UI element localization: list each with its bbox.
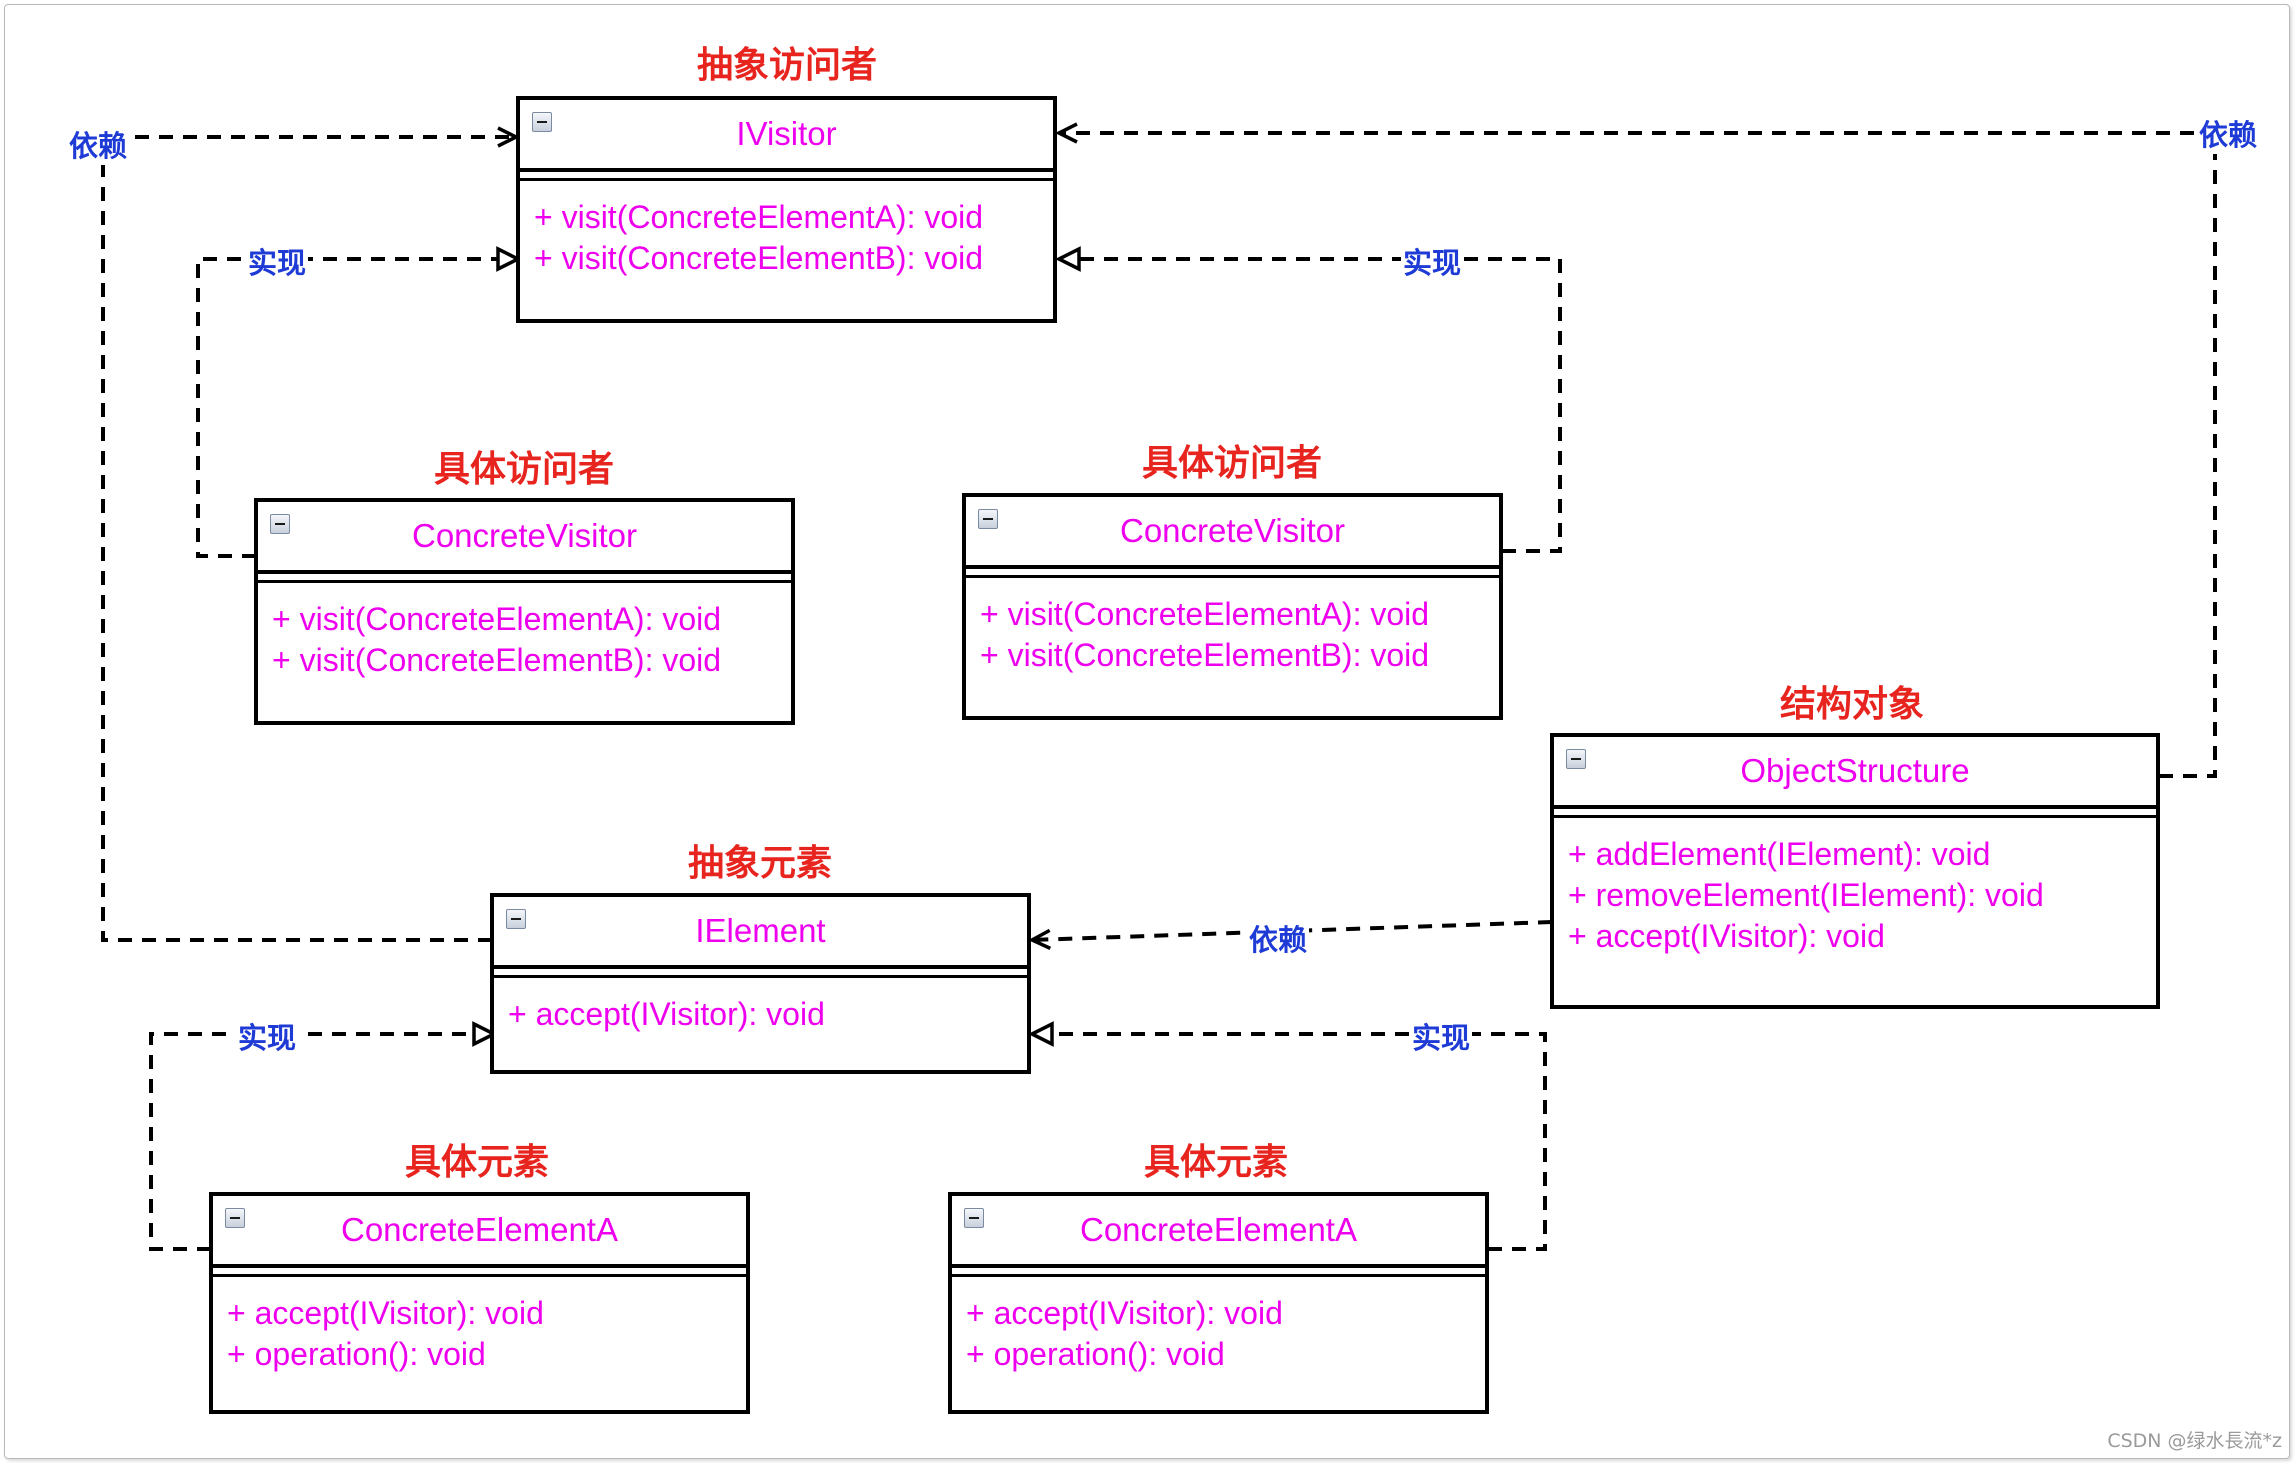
operation: + visit(ConcreteElementA): void xyxy=(534,199,984,235)
relation-label-impl-cv2: 实现 xyxy=(1400,240,1464,282)
attributes-compartment xyxy=(494,969,1027,978)
class-name: IVisitor xyxy=(736,115,837,152)
class-header: IElement xyxy=(494,897,1027,969)
operation: + accept(IVisitor): void xyxy=(1568,918,1885,954)
operations-compartment: + accept(IVisitor): void xyxy=(494,978,1027,1035)
attributes-compartment xyxy=(258,574,791,583)
relation-label-depend-mid: 依赖 xyxy=(1246,917,1310,959)
operation: + addElement(IElement): void xyxy=(1568,836,1991,872)
collapse-icon[interactable] xyxy=(270,514,290,534)
class-name: ObjectStructure xyxy=(1740,752,1970,789)
operation: + accept(IVisitor): void xyxy=(508,996,825,1032)
class-name: ConcreteVisitor xyxy=(412,517,637,554)
diagram-frame xyxy=(4,4,2290,1459)
operation: + visit(ConcreteElementB): void xyxy=(980,637,1430,673)
realization-line-cv2 xyxy=(1059,259,1562,553)
operation: + visit(ConcreteElementA): void xyxy=(272,601,722,637)
collapse-icon[interactable] xyxy=(506,909,526,929)
operations-compartment: + visit(ConcreteElementA): void + visit(… xyxy=(258,583,791,681)
class-name: ConcreteVisitor xyxy=(1120,512,1345,549)
attributes-compartment xyxy=(1554,809,2156,818)
dependency-line-objectstructure-ivisitor xyxy=(1059,133,2217,778)
class-header: ConcreteElementA xyxy=(952,1196,1485,1268)
operation: + removeElement(IElement): void xyxy=(1568,877,2044,913)
class-name: IElement xyxy=(695,912,826,949)
operation: + operation(): void xyxy=(966,1336,1225,1372)
operations-compartment: + accept(IVisitor): void + operation(): … xyxy=(213,1277,746,1375)
operation: + visit(ConcreteElementA): void xyxy=(980,596,1430,632)
class-ielement[interactable]: IElement + accept(IVisitor): void xyxy=(490,893,1031,1074)
operation: + visit(ConcreteElementB): void xyxy=(272,642,722,678)
collapse-icon[interactable] xyxy=(532,112,552,132)
class-object-structure[interactable]: ObjectStructure + addElement(IElement): … xyxy=(1550,733,2160,1009)
title-concrete-visitor-1: 具体访问者 xyxy=(433,448,615,490)
class-name: ConcreteElementA xyxy=(341,1211,618,1248)
operation: + accept(IVisitor): void xyxy=(227,1295,544,1331)
realization-line-cv1 xyxy=(196,259,518,558)
operation: + accept(IVisitor): void xyxy=(966,1295,1283,1331)
title-concrete-element-2: 具体元素 xyxy=(1143,1141,1289,1183)
relation-label-impl-ce2: 实现 xyxy=(1409,1015,1473,1057)
operations-compartment: + visit(ConcreteElementA): void + visit(… xyxy=(966,578,1499,676)
title-concrete-visitor-2: 具体访问者 xyxy=(1141,442,1323,484)
collapse-icon[interactable] xyxy=(978,509,998,529)
class-header: ConcreteVisitor xyxy=(966,497,1499,569)
class-concrete-visitor-1[interactable]: ConcreteVisitor + visit(ConcreteElementA… xyxy=(254,498,795,725)
attributes-compartment xyxy=(520,172,1053,181)
collapse-icon[interactable] xyxy=(964,1208,984,1228)
title-object-structure: 结构对象 xyxy=(1779,683,1925,725)
operations-compartment: + addElement(IElement): void + removeEle… xyxy=(1554,818,2156,957)
relation-label-depend-left: 依赖 xyxy=(66,123,130,165)
attributes-compartment xyxy=(213,1268,746,1277)
realization-line-ce1 xyxy=(149,1034,494,1251)
operations-compartment: + accept(IVisitor): void + operation(): … xyxy=(952,1277,1485,1375)
class-concrete-visitor-2[interactable]: ConcreteVisitor + visit(ConcreteElementA… xyxy=(962,493,1503,720)
class-header: ConcreteVisitor xyxy=(258,502,791,574)
watermark: CSDN @绿水長流*z xyxy=(2107,1430,2282,1452)
class-concrete-element-1[interactable]: ConcreteElementA + accept(IVisitor): voi… xyxy=(209,1192,750,1414)
attributes-compartment xyxy=(952,1268,1485,1277)
realization-line-ce2 xyxy=(1032,1034,1547,1251)
relation-label-impl-ce1: 实现 xyxy=(235,1015,299,1057)
collapse-icon[interactable] xyxy=(1566,749,1586,769)
operations-compartment: + visit(ConcreteElementA): void + visit(… xyxy=(520,181,1053,279)
attributes-compartment xyxy=(966,569,1499,578)
class-name: ConcreteElementA xyxy=(1080,1211,1357,1248)
title-concrete-element-1: 具体元素 xyxy=(404,1141,550,1183)
operation: + operation(): void xyxy=(227,1336,486,1372)
relation-label-depend-right: 依赖 xyxy=(2196,112,2260,154)
collapse-icon[interactable] xyxy=(225,1208,245,1228)
class-header: IVisitor xyxy=(520,100,1053,172)
class-header: ObjectStructure xyxy=(1554,737,2156,809)
title-abstract-element: 抽象元素 xyxy=(687,842,833,884)
class-ivisitor[interactable]: IVisitor + visit(ConcreteElementA): void… xyxy=(516,96,1057,323)
title-abstract-visitor: 抽象访问者 xyxy=(696,44,878,86)
dependency-line-ielement-ivisitor xyxy=(101,137,516,942)
relation-label-impl-cv1: 实现 xyxy=(245,240,309,282)
dependency-line-objectstructure-ielement xyxy=(1032,920,1553,940)
class-concrete-element-2[interactable]: ConcreteElementA + accept(IVisitor): voi… xyxy=(948,1192,1489,1414)
operation: + visit(ConcreteElementB): void xyxy=(534,240,984,276)
class-header: ConcreteElementA xyxy=(213,1196,746,1268)
